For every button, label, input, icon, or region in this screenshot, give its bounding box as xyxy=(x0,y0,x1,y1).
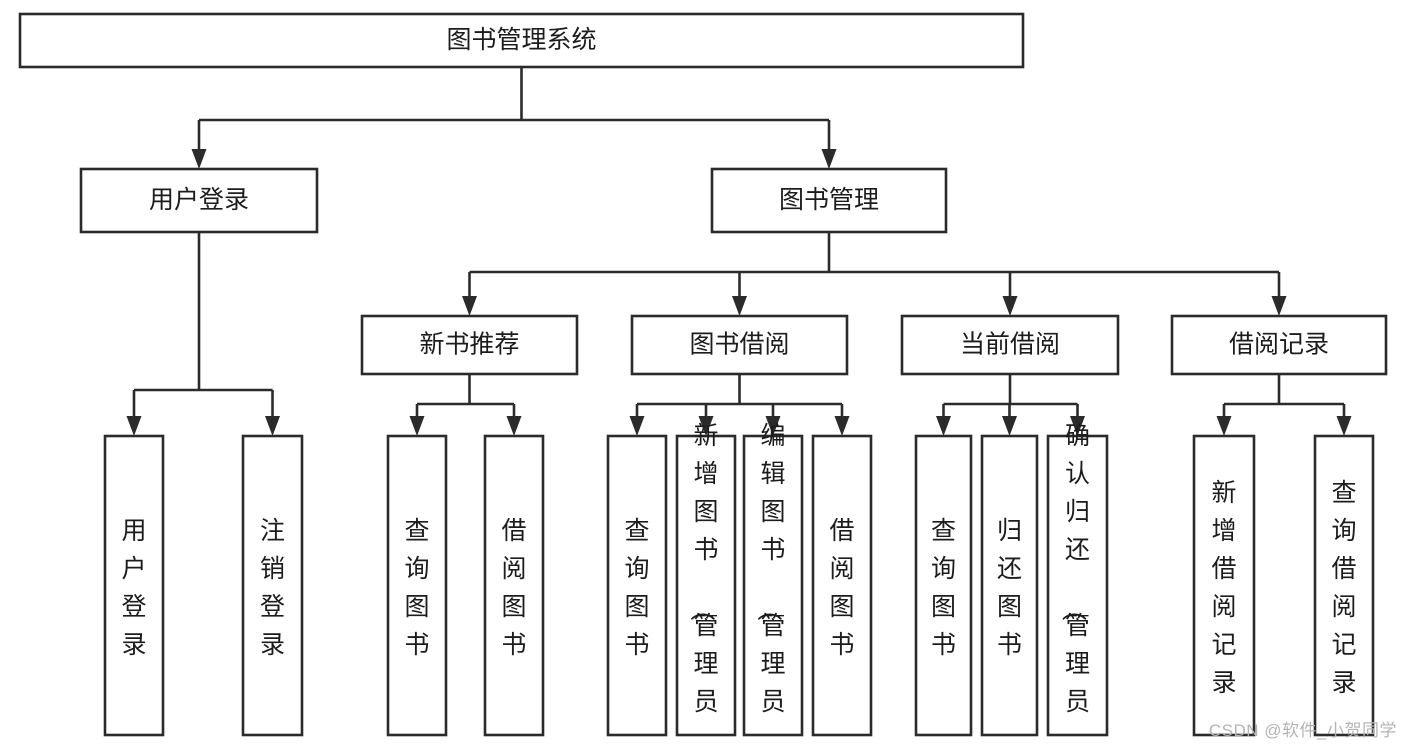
node-box[interactable] xyxy=(18,12,1025,69)
node-root[interactable]: 图书管理系统 xyxy=(18,12,1025,69)
arrow-head-icon xyxy=(506,416,522,436)
node-l3-confirm[interactable]: 确认归还（管理员） xyxy=(1046,422,1109,747)
node-box[interactable] xyxy=(79,167,319,234)
node-label: 新增图书（管理员） xyxy=(687,422,718,747)
node-box[interactable] xyxy=(606,434,668,737)
arrow-head-icon xyxy=(409,416,425,436)
connector-group xyxy=(629,374,850,436)
node-l2-borrow[interactable]: 图书借阅 xyxy=(630,314,849,376)
arrow-head-icon xyxy=(732,296,747,316)
node-box[interactable] xyxy=(386,434,448,737)
node-l3-return[interactable]: 归还图书 xyxy=(980,434,1039,737)
arrow-head-icon xyxy=(1070,416,1085,436)
node-l3-editbook[interactable]: 编辑图书（管理员） xyxy=(742,422,804,747)
node-label: 新增借阅记录 xyxy=(1211,479,1236,697)
connector-group xyxy=(191,67,837,169)
arrow-head-icon xyxy=(1002,416,1017,436)
node-box[interactable] xyxy=(675,434,737,737)
node-label: 当前借阅 xyxy=(960,331,1060,359)
arrow-head-icon xyxy=(1336,416,1352,436)
node-box[interactable] xyxy=(1313,434,1375,737)
node-label: 借阅图书 xyxy=(829,517,854,659)
arrow-head-icon xyxy=(1271,296,1287,316)
node-box[interactable] xyxy=(483,434,545,737)
node-l2-newbook[interactable]: 新书推荐 xyxy=(360,314,579,376)
node-l3-query2[interactable]: 查询图书 xyxy=(606,434,668,737)
node-label: 查询图书 xyxy=(931,517,956,659)
node-box[interactable] xyxy=(630,314,849,376)
node-l3-logout[interactable]: 注销登录 xyxy=(241,434,304,737)
node-label: 编辑图书（管理员） xyxy=(754,422,785,747)
connector-group xyxy=(409,374,522,436)
node-label: 图书借阅 xyxy=(689,331,789,359)
node-l2-current[interactable]: 当前借阅 xyxy=(900,314,1120,376)
arrow-head-icon xyxy=(191,149,207,169)
csdn-watermark: CSDN @软件_小贺同学 xyxy=(1208,721,1397,740)
connector-group xyxy=(462,232,1287,316)
arrow-head-icon xyxy=(698,416,714,436)
node-l1-book[interactable]: 图书管理 xyxy=(710,167,948,234)
node-label: 借阅记录 xyxy=(1229,331,1329,359)
arrow-head-icon xyxy=(265,416,280,436)
node-l3-query3[interactable]: 查询图书 xyxy=(914,434,973,737)
connector-group xyxy=(1216,374,1352,436)
node-label: 图书管理系统 xyxy=(446,26,596,54)
arrow-head-icon xyxy=(834,416,850,436)
node-l3-queryrecord[interactable]: 查询借阅记录 xyxy=(1313,434,1375,737)
node-box[interactable] xyxy=(914,434,973,737)
node-box[interactable] xyxy=(980,434,1039,737)
node-box[interactable] xyxy=(241,434,304,737)
node-label: 借阅图书 xyxy=(501,517,526,659)
node-l1-login[interactable]: 用户登录 xyxy=(79,167,319,234)
node-l3-query1[interactable]: 查询图书 xyxy=(386,434,448,737)
node-label: 确认归还（管理员） xyxy=(1059,422,1090,747)
node-box[interactable] xyxy=(103,434,165,737)
arrow-head-icon xyxy=(821,149,837,169)
node-label: 查询图书 xyxy=(624,517,649,659)
node-layer: 图书管理系统用户登录图书管理新书推荐图书借阅当前借阅借阅记录用户登录注销登录查询… xyxy=(18,12,1388,747)
node-label: 注销登录 xyxy=(260,517,285,659)
node-label: 新书推荐 xyxy=(419,331,519,359)
node-label: 用户登录 xyxy=(149,186,249,214)
arrow-head-icon xyxy=(765,416,781,436)
arrow-head-icon xyxy=(629,416,645,436)
node-l3-borrow2[interactable]: 借阅图书 xyxy=(811,434,873,737)
node-label: 查询借阅记录 xyxy=(1331,479,1356,697)
arrow-head-icon xyxy=(126,416,142,436)
connector-layer xyxy=(126,67,1352,436)
arrow-head-icon xyxy=(936,416,951,436)
node-box[interactable] xyxy=(1046,434,1109,737)
node-l3-borrow1[interactable]: 借阅图书 xyxy=(483,434,545,737)
arrow-head-icon xyxy=(1002,296,1018,316)
node-l2-record[interactable]: 借阅记录 xyxy=(1170,314,1388,376)
node-label: 查询图书 xyxy=(404,517,429,659)
connector-group xyxy=(936,374,1085,436)
arrow-head-icon xyxy=(1216,416,1232,436)
node-label: 图书管理 xyxy=(779,186,879,214)
node-label: 归还图书 xyxy=(997,517,1022,659)
node-box[interactable] xyxy=(1170,314,1388,376)
node-box[interactable] xyxy=(360,314,579,376)
arrow-head-icon xyxy=(462,296,477,316)
node-box[interactable] xyxy=(811,434,873,737)
connector-group xyxy=(126,232,280,436)
node-l3-userlogin[interactable]: 用户登录 xyxy=(103,434,165,737)
node-box[interactable] xyxy=(900,314,1120,376)
node-box[interactable] xyxy=(1192,434,1256,737)
node-label: 用户登录 xyxy=(121,517,146,659)
node-box[interactable] xyxy=(710,167,948,234)
node-box[interactable] xyxy=(742,434,804,737)
node-l3-addbook[interactable]: 新增图书（管理员） xyxy=(675,422,737,747)
node-l3-addrecord[interactable]: 新增借阅记录 xyxy=(1192,434,1256,737)
